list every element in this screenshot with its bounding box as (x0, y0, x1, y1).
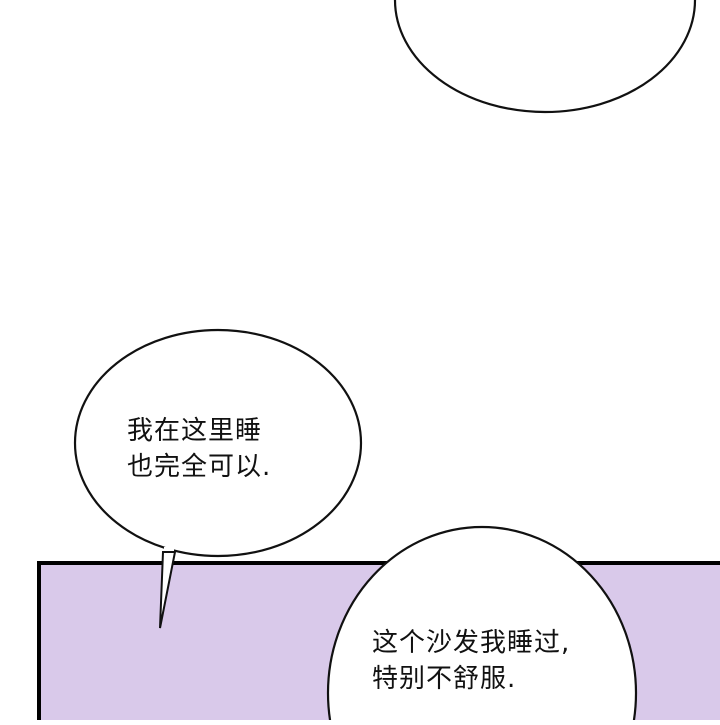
speech-line: 我在这里睡 (127, 416, 263, 446)
speech-bubble-top (393, 0, 697, 114)
speech-text-middle: 我在这里睡 也完全可以. (127, 413, 271, 485)
speech-text-bottom: 这个沙发我睡过, 特别不舒服. (372, 625, 570, 697)
speech-line: 这个沙发我睡过, (372, 628, 571, 658)
speech-bubble-bottom (326, 525, 638, 725)
speech-line: 特别不舒服. (372, 664, 517, 694)
speech-bubble-middle (73, 328, 363, 629)
speech-line: 也完全可以. (127, 452, 272, 482)
